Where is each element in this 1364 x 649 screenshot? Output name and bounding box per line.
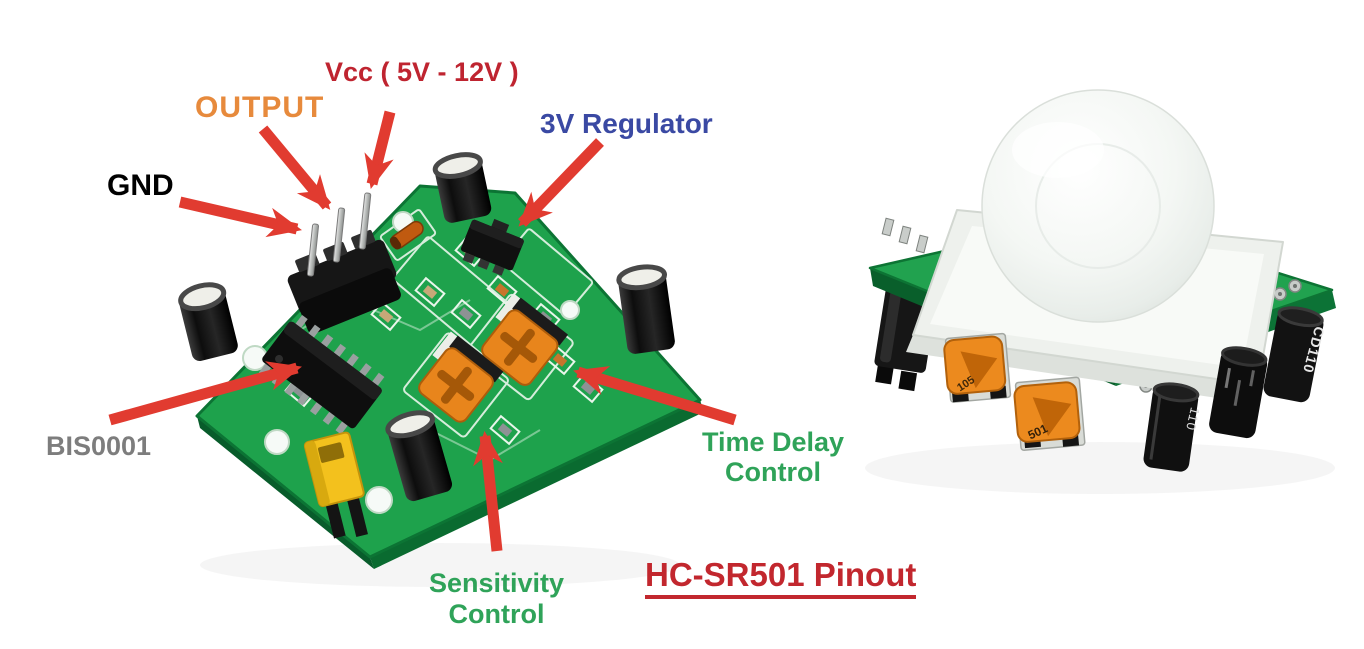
gnd-label: GND [107,169,174,202]
capacitor [385,410,453,502]
capacitor [616,264,675,354]
module-shadow [865,442,1335,494]
bare-board-photo [178,152,704,587]
header-pin-output [332,207,346,263]
time-delay-arrow [573,366,737,426]
vcc-arrow [364,110,396,189]
sensitivity-trimpot [418,331,504,423]
bis0001-arrow [108,361,302,426]
module-pins [881,217,929,254]
sensitivity-arrow [473,430,503,552]
assembled-module-photo: 105 501 110 CD110 [865,89,1336,494]
trimpot-upper: 105 [943,332,1012,403]
pin-header [287,192,401,334]
vcc-label: Vcc ( 5V - 12V ) [325,57,519,87]
capacitor [432,152,492,223]
regulator-label: 3V Regulator [540,108,713,139]
sensitivity-label: Sensitivity Control [428,568,565,629]
header-pin-vcc [358,192,372,250]
gnd-arrow [178,196,302,238]
regulator-arrow [518,138,604,227]
pcb-edge [197,416,374,569]
capacitor [1209,346,1268,439]
dome-lens [981,89,1215,323]
capacitor [178,282,238,361]
diode [389,220,424,250]
time-delay-trimpot [481,293,569,386]
time-delay-label: Time Delay Control [701,427,845,487]
trimpot-lower: 501 [1013,376,1086,451]
capacitor-marking-small: 110 [1183,406,1203,433]
pcb-edge [370,400,704,569]
diagram-title: HC-SR501 Pinout [645,556,917,600]
mounting-holes [242,211,580,514]
bis0001-label: BIS0001 [46,431,152,461]
board-shadow [200,543,680,587]
output-label: OUTPUT [195,91,325,124]
output-arrow [258,125,332,210]
header-pin-gnd [306,223,320,277]
jumper [303,431,368,539]
capacitor: CD110 [1263,306,1328,403]
capacitor: 110 [1143,382,1203,472]
voltage-regulator-chip [460,218,524,276]
annotation-arrows [108,110,737,552]
